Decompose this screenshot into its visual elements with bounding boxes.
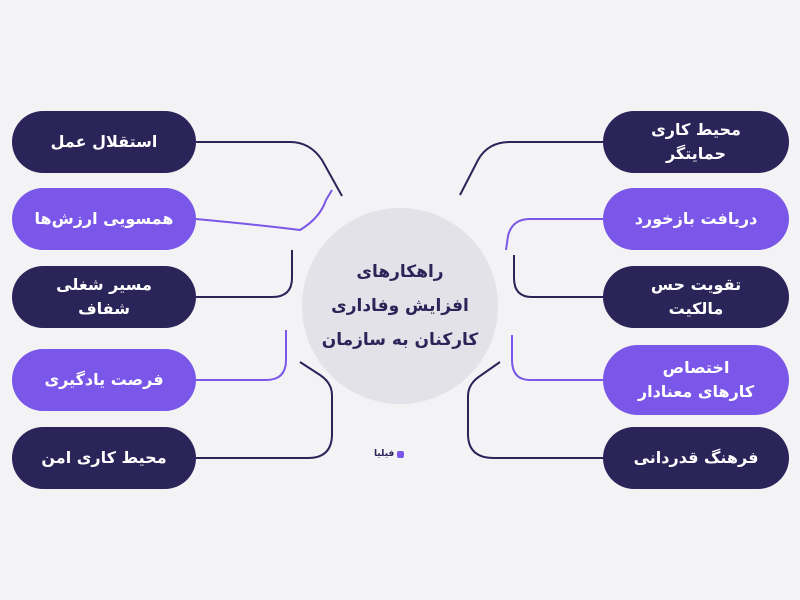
connector-left-2 — [195, 189, 333, 232]
left-item-1-label: استقلال عمل — [50, 132, 158, 151]
brand-logo: فیلیا — [374, 449, 405, 459]
right-item-3: تقویت حس مالکیت — [603, 266, 789, 328]
right-item-4: اختصاص کارهای معنادار — [603, 345, 789, 415]
connector-right-3 — [513, 255, 603, 298]
left-item-3: مسیر شغلی شفاف — [12, 266, 196, 328]
connector-left-3 — [196, 250, 293, 298]
center-circle: راهکارهای افزایش وفاداری کارکنان به سازم… — [302, 208, 498, 404]
left-item-4: فرصت یادگیری — [12, 349, 196, 411]
connector-left-4 — [196, 330, 287, 381]
left-item-3-label: مسیر شغلی شفاف — [56, 275, 152, 318]
right-item-1: محیط کاری حمایتگر — [603, 111, 789, 173]
left-item-2: همسویی ارزش‌ها — [12, 188, 196, 250]
connector-right-1 — [459, 141, 603, 196]
center-title: راهکارهای افزایش وفاداری کارکنان به سازم… — [321, 262, 479, 350]
left-item-1: استقلال عمل — [12, 111, 196, 173]
right-item-3-label: تقویت حس مالکیت — [650, 275, 742, 318]
right-item-4-label: اختصاص کارهای معنادار — [637, 358, 755, 401]
right-item-2: دریافت بازخورد — [603, 188, 789, 250]
left-item-4-label: فرصت یادگیری — [44, 370, 164, 389]
left-item-5-label: محیط کاری امن — [41, 448, 167, 467]
right-item-5: فرهنگ قدردانی — [603, 427, 789, 489]
connector-left-5 — [196, 361, 333, 459]
left-item-5: محیط کاری امن — [12, 427, 196, 489]
logo-mark-icon — [397, 450, 405, 458]
connector-left-1 — [196, 141, 343, 197]
connector-right-4 — [511, 335, 603, 381]
right-item-1-label: محیط کاری حمایتگر — [651, 120, 741, 163]
right-item-5-label: فرهنگ قدردانی — [633, 448, 759, 467]
connector-right-2 — [505, 218, 603, 251]
right-item-2-label: دریافت بازخورد — [634, 209, 758, 228]
connector-right-5 — [467, 361, 603, 459]
left-item-2-label: همسویی ارزش‌ها — [34, 209, 174, 228]
logo-text: فیلیا — [374, 449, 395, 459]
